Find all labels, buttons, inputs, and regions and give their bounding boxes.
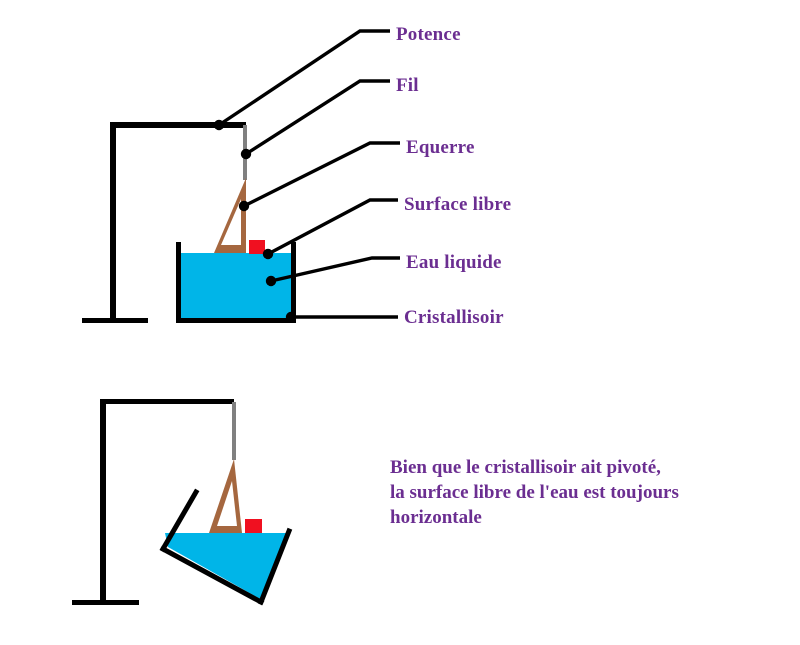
label-eau-liquide: Eau liquide bbox=[406, 252, 502, 273]
leader-equerre bbox=[243, 141, 400, 208]
leader-dot-eau-liquide bbox=[265, 275, 277, 287]
label-cristallisoir: Cristallisoir bbox=[404, 307, 504, 328]
label-surface-libre: Surface libre bbox=[404, 194, 512, 215]
tank-left-wall-lower bbox=[159, 488, 200, 553]
red-block-upper bbox=[249, 240, 265, 254]
leader-fil bbox=[245, 79, 390, 156]
caption-block: Bien que le cristallisoir ait pivoté, la… bbox=[390, 455, 679, 530]
potence-stand-lower bbox=[72, 399, 234, 605]
leader-dot-cristallisoir bbox=[285, 311, 297, 323]
cristallisoir-lower bbox=[159, 488, 293, 606]
leader-dots bbox=[213, 119, 297, 323]
leader-dot-equerre bbox=[238, 200, 250, 212]
equerre-upper bbox=[214, 178, 246, 253]
leader-potence bbox=[218, 29, 390, 127]
caption-line-3: horizontale bbox=[390, 507, 482, 528]
caption-line-1: Bien que le cristallisoir ait pivoté, bbox=[390, 457, 661, 478]
leader-dot-potence bbox=[213, 119, 225, 131]
red-block-lower bbox=[245, 519, 262, 533]
leader-surface-libre bbox=[267, 198, 398, 256]
leader-eau-liquide bbox=[270, 256, 400, 283]
eau-liquide-upper bbox=[181, 253, 291, 319]
fil-wire-lower bbox=[232, 402, 236, 460]
cristallisoir-upper bbox=[176, 242, 296, 323]
label-equerre: Equerre bbox=[406, 137, 475, 158]
tank-bottom-lower bbox=[159, 545, 265, 606]
leader-dot-fil bbox=[240, 148, 252, 160]
tank-right-wall-lower bbox=[257, 527, 293, 606]
eau-liquide-lower bbox=[165, 533, 287, 600]
leader-lines bbox=[218, 29, 400, 319]
potence-stand-upper bbox=[82, 122, 246, 323]
label-fil: Fil bbox=[396, 75, 419, 96]
leader-dot-surface-libre bbox=[262, 248, 274, 260]
equerre-lower bbox=[209, 459, 242, 533]
caption-line-2: la surface libre de l'eau est toujours bbox=[390, 482, 679, 503]
label-potence: Potence bbox=[396, 24, 461, 45]
